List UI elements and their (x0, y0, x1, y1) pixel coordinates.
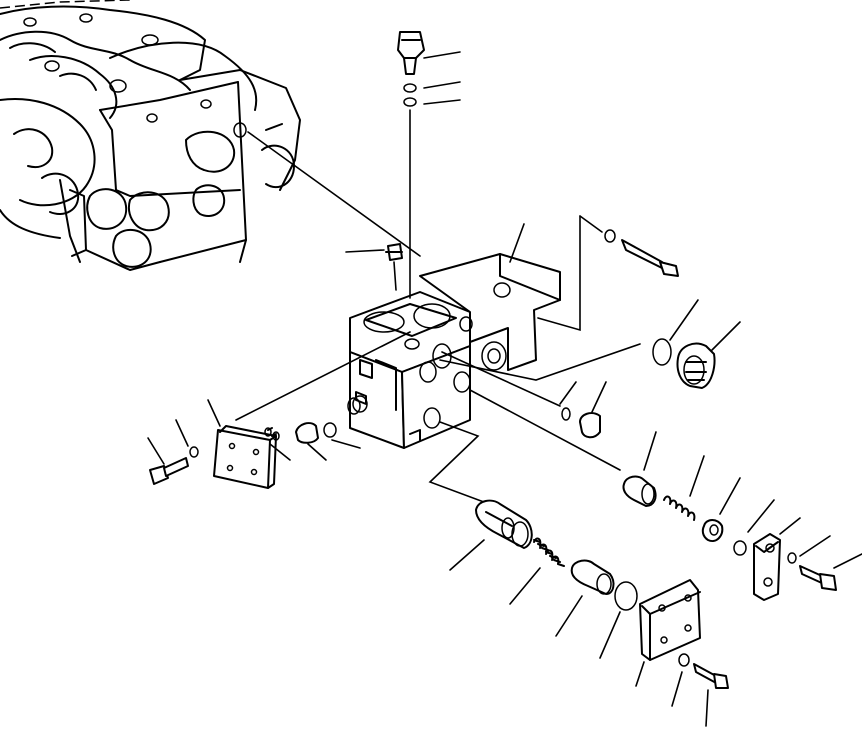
end-cap (753, 533, 837, 601)
right-cover-plate (639, 579, 729, 689)
bracket-plate (419, 253, 561, 371)
valve-section-block (349, 291, 471, 449)
top-plug-assembly (397, 31, 425, 107)
spool-assembly (475, 499, 638, 611)
piston-spring-chain (622, 475, 747, 556)
left-cover-plate (149, 397, 361, 489)
main-control-valve-body (0, 0, 301, 271)
callout-leaders (147, 51, 862, 727)
right-plug (652, 338, 716, 389)
top-right-bolt (604, 229, 679, 277)
breather-plug (385, 243, 403, 291)
assembly-axis-lines (235, 109, 641, 509)
small-plug (561, 407, 601, 439)
